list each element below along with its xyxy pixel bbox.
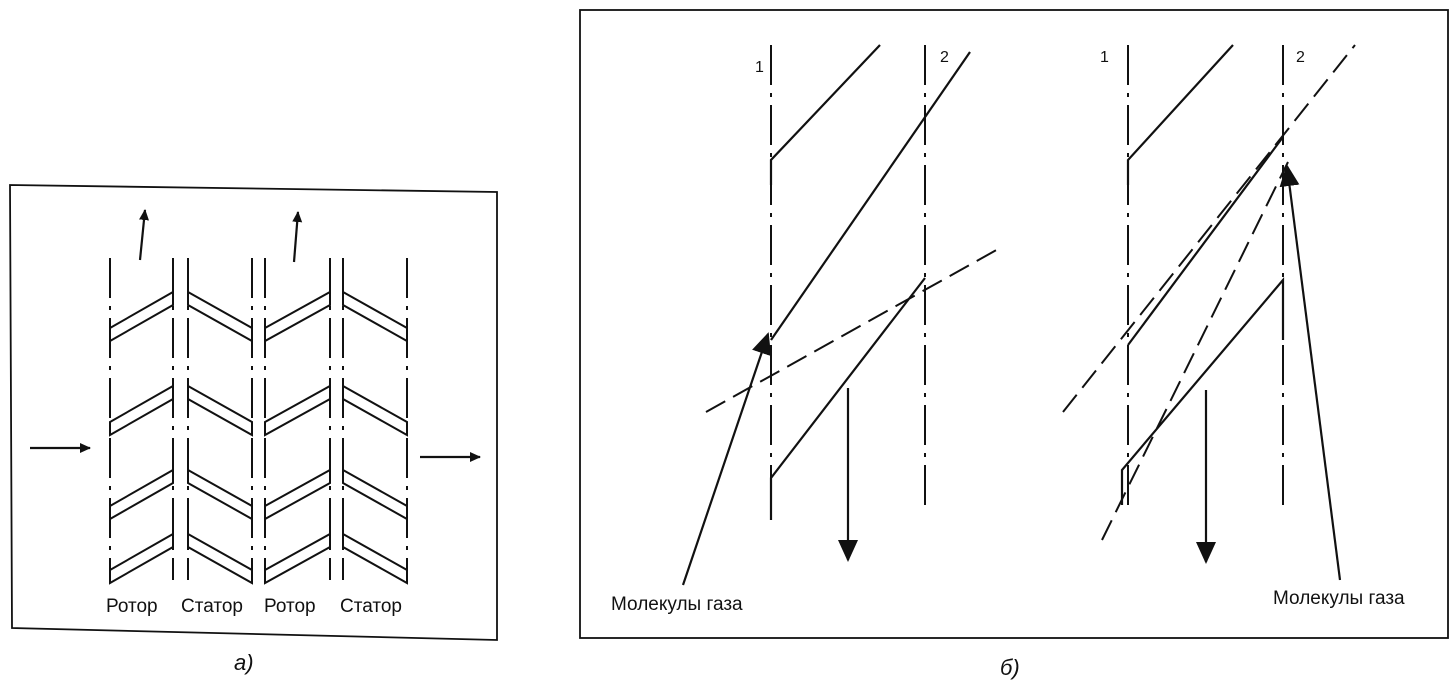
panel-b: 1 2 Молекулы газа 1 2 Молекулы газа [579, 9, 1449, 680]
blade-upper-left [769, 44, 881, 185]
blade [264, 290, 331, 343]
blade [264, 532, 331, 585]
panel-b-frame [579, 9, 1449, 639]
blade [264, 468, 331, 521]
blade [342, 384, 408, 437]
molecule-path-left [705, 247, 1001, 413]
right-subdiagram: 1 2 Молекулы газа [1062, 44, 1405, 609]
blade [109, 532, 174, 585]
molecule-path-right [1101, 161, 1289, 541]
stage-label-stator-1: Статор [181, 596, 243, 617]
blade-columns [109, 258, 408, 585]
blade-lower-a-left [770, 51, 971, 341]
stage-label-rotor-1: Ротор [106, 596, 158, 617]
upper-dashed-path-right [1062, 44, 1356, 413]
line-number-1-left: 1 [755, 59, 764, 76]
line-number-1-right: 1 [1100, 49, 1109, 66]
panel-a: Ротор Статор Ротор Статор а) [9, 184, 498, 675]
molecule-pointer-left [681, 332, 772, 586]
blade [187, 532, 253, 585]
stage-label-stator-2: Статор [340, 596, 402, 617]
line-number-2-left: 2 [940, 49, 949, 66]
blade-upper-right [1126, 44, 1234, 185]
stage-label-rotor-2: Ротор [264, 596, 316, 617]
up-arrow-1 [138, 209, 149, 261]
blade [187, 384, 253, 437]
blade [264, 384, 331, 437]
blade [342, 468, 408, 521]
blade [109, 290, 174, 343]
blade [109, 468, 174, 521]
molecule-label-left: Молекулы газа [611, 594, 743, 615]
blade [342, 532, 408, 585]
blade [187, 290, 253, 343]
blade [342, 290, 408, 343]
caption-b: б) [1000, 655, 1020, 680]
blade-lower-b-left [769, 277, 926, 520]
blade [109, 384, 174, 437]
left-subdiagram: 1 2 Молекулы газа [611, 44, 1001, 615]
panel-a-frame [9, 184, 498, 641]
molecule-label-right: Молекулы газа [1273, 588, 1405, 609]
up-arrow-2 [292, 211, 303, 263]
blade [187, 468, 253, 521]
blade-lower-a-right [1127, 136, 1284, 346]
molecule-pointer-right [1279, 164, 1342, 581]
blade-lower-b-right [1120, 277, 1285, 505]
line-number-2-right: 2 [1296, 49, 1305, 66]
caption-a: а) [234, 650, 254, 675]
